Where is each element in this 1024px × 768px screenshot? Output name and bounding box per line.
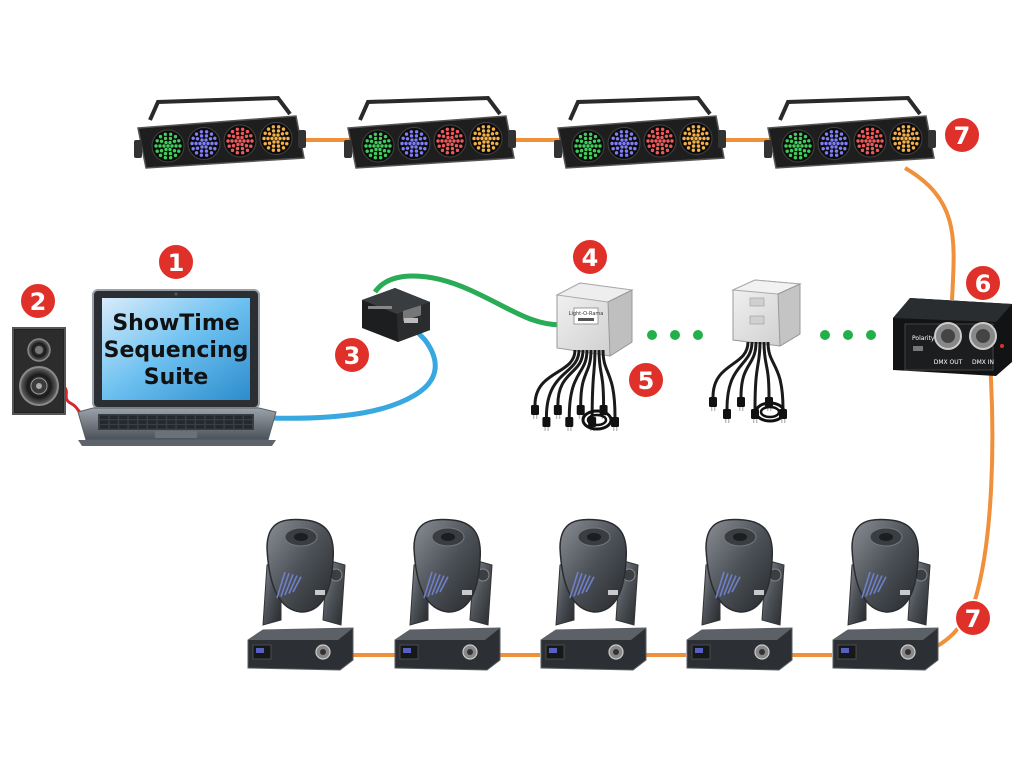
dmx-in-label: DMX IN <box>972 359 994 366</box>
usb-network-adapter <box>362 288 430 342</box>
badge-2: 2 <box>19 282 57 320</box>
dmx-cable-to-moving-heads <box>929 361 995 652</box>
controller-1-output-cables <box>531 349 619 431</box>
polarity-label: Polarity <box>912 335 935 342</box>
badge-3-label: 3 <box>344 342 361 370</box>
moving-head-1 <box>247 518 354 671</box>
dmx-adapter: Polarity DMX OUT DMX IN <box>893 298 1012 376</box>
badge-group: 1 2 3 4 5 6 7 7 <box>19 116 1002 637</box>
led-bar-3 <box>554 95 726 169</box>
badge-7-bottom: 7 <box>954 599 992 637</box>
laptop-screen-line-1: ShowTime <box>112 311 239 336</box>
badge-5-label: 5 <box>638 367 655 395</box>
moving-head-2 <box>394 518 501 671</box>
moving-head-group <box>247 518 939 671</box>
lighting-controller-2 <box>731 279 802 347</box>
additional-controllers-dots <box>647 330 876 340</box>
network-cable <box>372 273 563 328</box>
dot-6 <box>866 330 876 340</box>
badge-5: 5 <box>627 361 665 399</box>
laptop: ShowTime Sequencing Suite <box>77 289 277 446</box>
controller-2-output-cables <box>709 341 787 423</box>
badge-1-label: 1 <box>168 249 185 277</box>
badge-1: 1 <box>157 243 195 281</box>
speaker-icon <box>12 327 66 415</box>
laptop-screen-line-2: Sequencing <box>104 338 249 363</box>
led-bar-1 <box>134 95 306 169</box>
badge-3: 3 <box>333 336 371 374</box>
badge-7-top: 7 <box>943 116 981 154</box>
controller-label: Light-O-Rama <box>569 311 604 317</box>
lighting-controller-1: Light-O-Rama <box>555 282 634 357</box>
moving-head-3 <box>540 518 647 671</box>
dmx-out-label: DMX OUT <box>934 359 963 366</box>
led-bar-4 <box>764 95 936 169</box>
led-bar-group <box>134 95 936 169</box>
badge-4-label: 4 <box>582 244 599 272</box>
moving-head-4 <box>686 518 793 671</box>
badge-4: 4 <box>571 238 609 276</box>
led-bar-2 <box>344 95 516 169</box>
badge-7-top-label: 7 <box>954 122 971 150</box>
dot-2 <box>670 330 680 340</box>
dot-3 <box>693 330 703 340</box>
badge-7-bottom-label: 7 <box>965 605 982 633</box>
laptop-screen-line-3: Suite <box>144 365 209 390</box>
moving-head-5 <box>832 518 939 671</box>
dot-5 <box>843 330 853 340</box>
dot-1 <box>647 330 657 340</box>
dot-4 <box>820 330 830 340</box>
laptop-screen <box>102 298 250 400</box>
badge-6-label: 6 <box>975 270 992 298</box>
badge-2-label: 2 <box>30 288 47 316</box>
dmx-cable-to-led-bars <box>903 166 956 301</box>
badge-6: 6 <box>964 264 1002 302</box>
